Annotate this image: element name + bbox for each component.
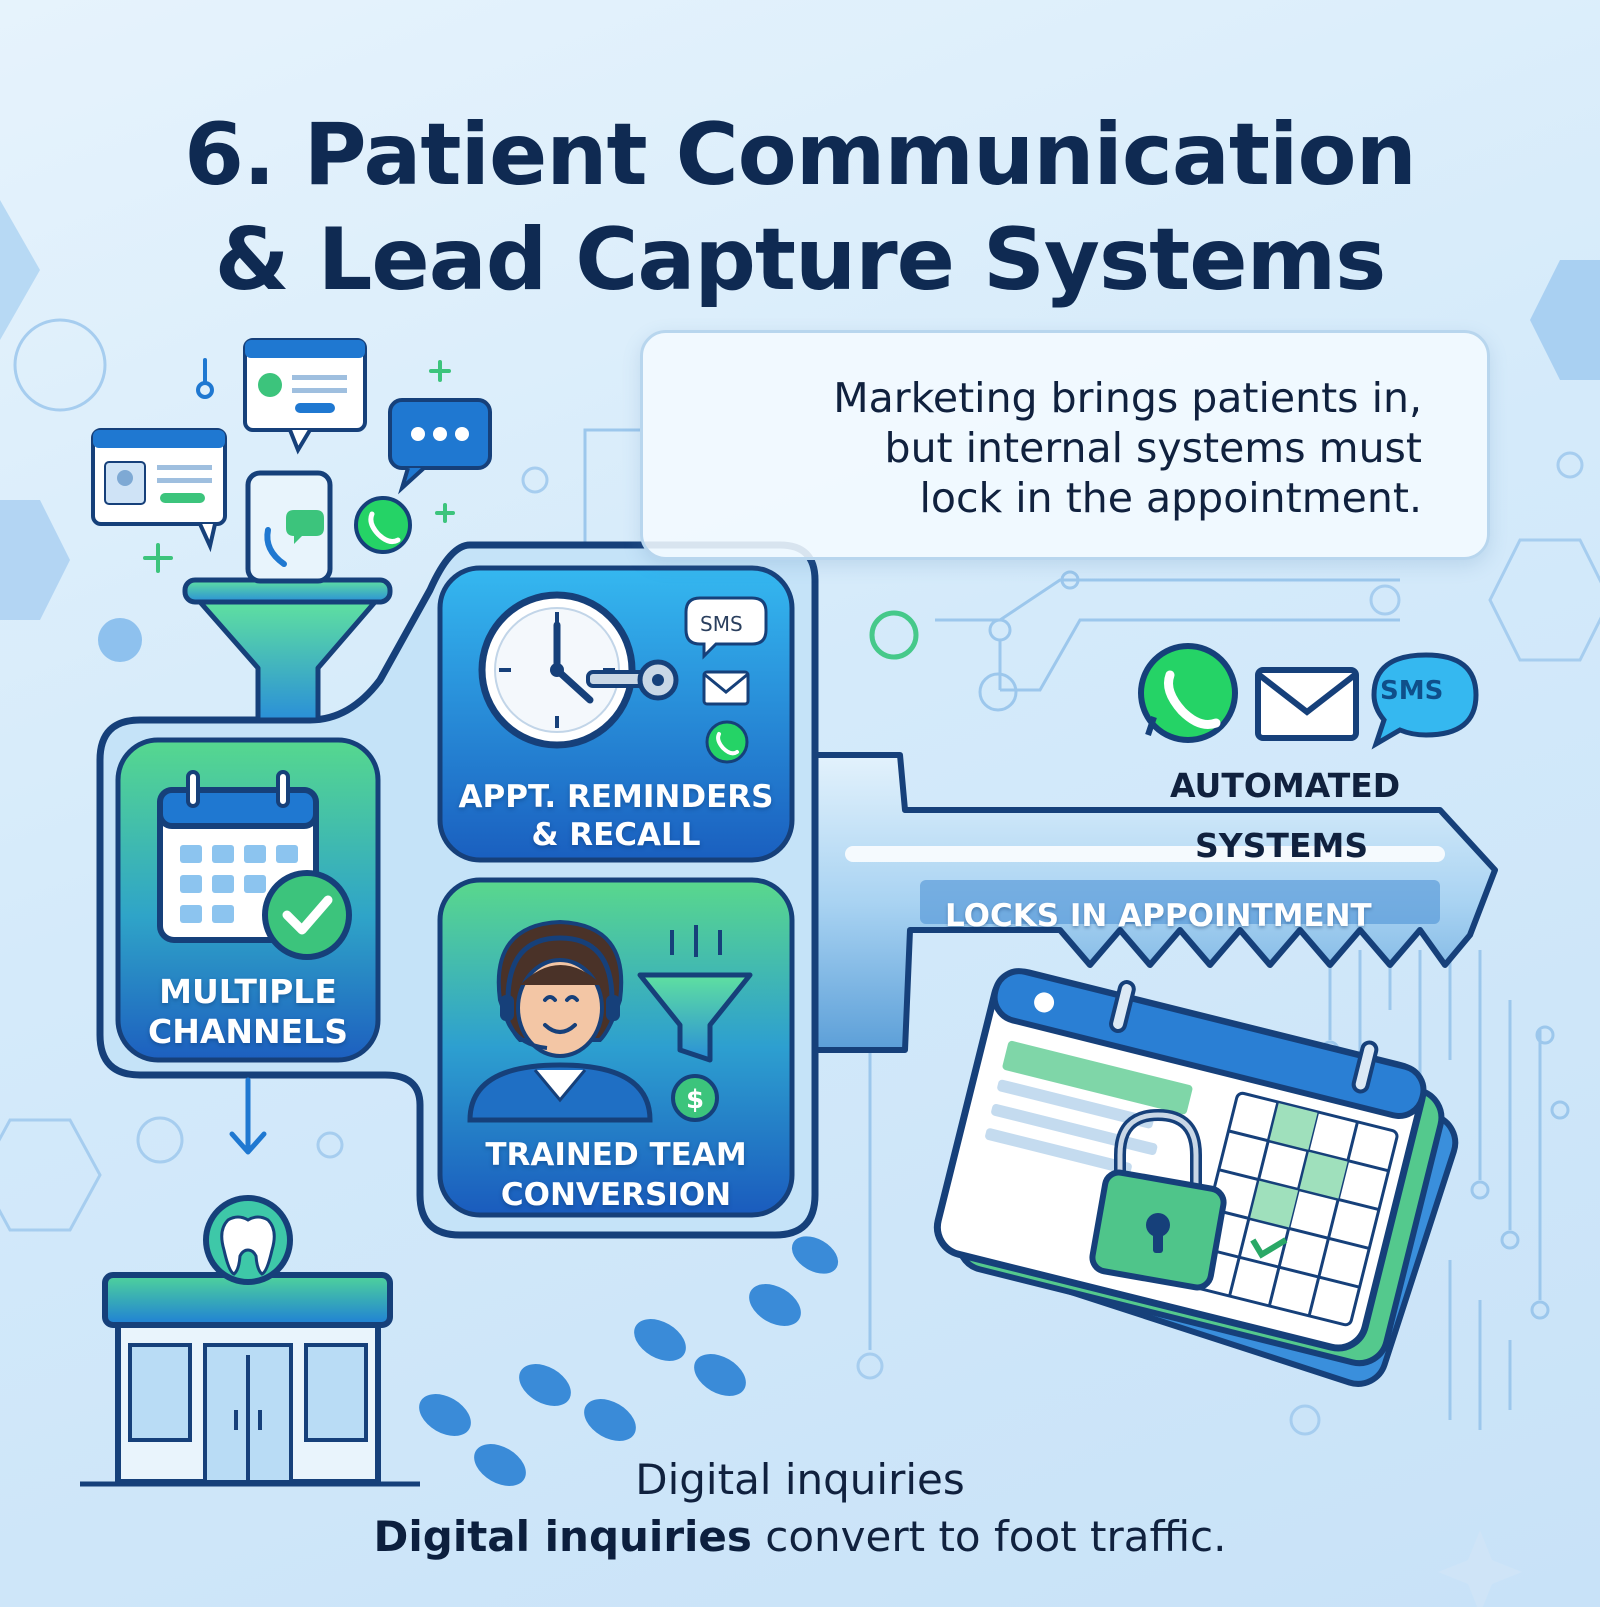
footer-bold-phrase: Digital inquiries (373, 1512, 752, 1561)
phone-icon (245, 470, 333, 584)
svg-text:$: $ (686, 1085, 704, 1115)
team-label-line-2: CONVERSION (500, 1177, 732, 1213)
circuit-lines (583, 428, 1570, 1430)
lead-funnel-icon (182, 577, 393, 723)
sms-bubble-icon (1371, 652, 1479, 750)
reminders-sms-badge: SMS (700, 612, 743, 636)
key-icon (787, 752, 1498, 1053)
background-decorations (0, 200, 1600, 1607)
profile-window-icon (91, 428, 227, 553)
green-ring-decoration (869, 610, 919, 660)
headset-agent-icon (467, 919, 653, 1123)
key-label-locks-in: LOCKS IN APPOINTMENT (945, 898, 1372, 934)
callout-line-3: lock in the appointment. (919, 474, 1423, 522)
reminders-label-line-2: & RECALL (531, 817, 701, 853)
envelope-icon (1255, 667, 1359, 741)
callout-line-1: Marketing brings patients in, (833, 374, 1422, 422)
whatsapp-icon-top (354, 496, 412, 554)
padlock-icon (1089, 1108, 1227, 1291)
down-arrow-icon (229, 1077, 267, 1155)
sms-bubble-small-icon (684, 596, 768, 660)
team-label-line-1: TRAINED TEAM (485, 1137, 747, 1173)
whatsapp-icon (1138, 643, 1238, 743)
envelope-small-icon (702, 670, 750, 706)
footer-rest-phrase: convert to foot traffic. (751, 1512, 1227, 1561)
key-sms-badge: SMS (1380, 676, 1444, 706)
channels-label-line-1: MULTIPLE (159, 972, 337, 1011)
team-card-label: TRAINED TEAM CONVERSION (440, 1135, 792, 1215)
channels-label-line-2: CHANNELS (148, 1012, 348, 1051)
whatsapp-small-icon (705, 720, 749, 764)
funnel-icon (637, 925, 753, 1063)
intro-callout-box: Marketing brings patients in, but intern… (640, 330, 1490, 560)
check-icon (262, 870, 352, 960)
callout-line-2: but internal systems must (884, 424, 1422, 472)
key-label-systems: SYSTEMS (1195, 826, 1369, 865)
dollar-icon: $ (671, 1074, 719, 1122)
reminders-label-line-1: APPT. REMINDERS (458, 779, 774, 815)
channels-card-label: MULTIPLE CHANNELS (118, 972, 378, 1052)
key-label-automated: AUTOMATED (1170, 766, 1401, 805)
small-key-icon (586, 659, 679, 701)
page-title-line-2: & Lead Capture Systems (214, 210, 1387, 310)
dots-bubble-icon (388, 398, 492, 495)
page-title-line-1: 6. Patient Communication (184, 105, 1417, 205)
clinic-building-icon (80, 1195, 420, 1487)
reminders-card-label: APPT. REMINDERS & RECALL (440, 778, 792, 854)
sparkle-decorations (143, 358, 455, 573)
footer-line-1: Digital inquiries (635, 1455, 965, 1504)
footer-line-2: Digital inquiries convert to foot traffi… (0, 1512, 1600, 1561)
chat-window-icon (243, 338, 367, 455)
footprints-icon (419, 1236, 839, 1486)
